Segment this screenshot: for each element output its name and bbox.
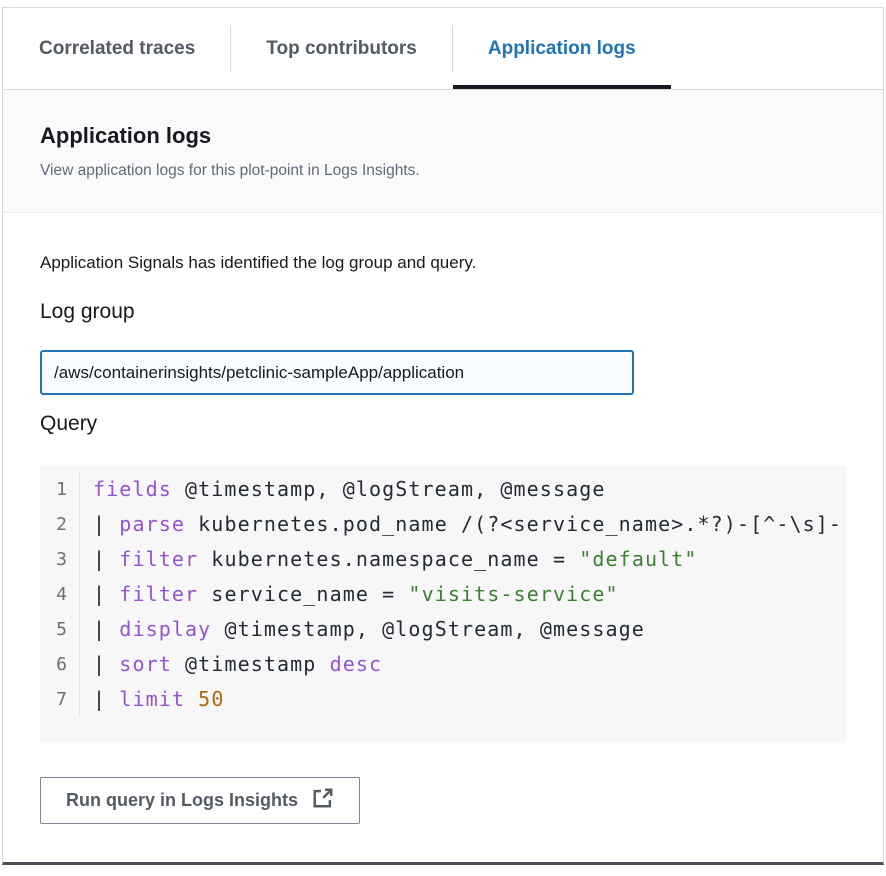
line-number: 4	[40, 577, 80, 612]
tab-divider	[451, 25, 453, 72]
query-line-row: 2 | parse kubernetes.pod_name /(?<service…	[40, 507, 846, 542]
line-number: 7	[40, 682, 80, 717]
query-line-row: 5 | display @timestamp, @logStream, @mess…	[40, 612, 846, 647]
tab-label: Application logs	[487, 37, 636, 59]
application-logs-panel: Correlated traces Top contributors Appli…	[2, 7, 884, 865]
query-line-row: 4 | filter service_name = "visits-service…	[40, 577, 846, 612]
query-line-row: 1 fields @timestamp, @logStream, @message	[40, 472, 846, 507]
tab-label: Correlated traces	[39, 37, 196, 59]
tab-application-logs[interactable]: Application logs	[452, 8, 671, 89]
panel-header: Application logs View application logs f…	[3, 90, 883, 213]
tab-label: Top contributors	[266, 37, 417, 59]
line-number: 1	[40, 472, 80, 507]
line-number: 2	[40, 507, 80, 542]
run-query-button[interactable]: Run query in Logs Insights	[40, 777, 361, 824]
tab-top-contributors[interactable]: Top contributors	[231, 8, 452, 89]
log-group-heading: Log group	[40, 300, 135, 323]
query-line-row: 3 | filter kubernetes.namespace_name = "d…	[40, 542, 846, 577]
panel-content: Application Signals has identified the l…	[3, 213, 883, 852]
tab-bar: Correlated traces Top contributors Appli…	[3, 8, 883, 90]
line-number: 6	[40, 647, 80, 682]
run-query-button-label: Run query in Logs Insights	[66, 790, 299, 810]
query-line: | display @timestamp, @logStream, @messa…	[93, 617, 645, 641]
query-line: | filter kubernetes.namespace_name = "de…	[93, 547, 698, 571]
query-line: | filter service_name = "visits-service"	[93, 582, 619, 606]
query-line: | sort @timestamp desc	[93, 652, 383, 676]
external-link-icon	[312, 787, 334, 814]
query-line: fields @timestamp, @logStream, @message	[93, 477, 606, 501]
query-line: | parse kubernetes.pod_name /(?<service_…	[93, 512, 843, 536]
query-line-row: 7 | limit 50	[40, 682, 846, 717]
panel-description: View application logs for this plot-poin…	[40, 162, 420, 179]
query-editor[interactable]: 1 fields @timestamp, @logStream, @message…	[40, 466, 846, 743]
tab-correlated-traces[interactable]: Correlated traces	[4, 8, 230, 89]
query-heading: Query	[40, 412, 98, 435]
query-line: | limit 50	[93, 687, 225, 711]
log-group-input[interactable]	[40, 350, 634, 395]
query-line-row: 6 | sort @timestamp desc	[40, 647, 846, 682]
line-number: 5	[40, 612, 80, 647]
panel-title: Application logs	[40, 123, 212, 148]
tab-divider	[230, 25, 232, 72]
intro-text: Application Signals has identified the l…	[40, 253, 477, 272]
line-number: 3	[40, 542, 80, 577]
